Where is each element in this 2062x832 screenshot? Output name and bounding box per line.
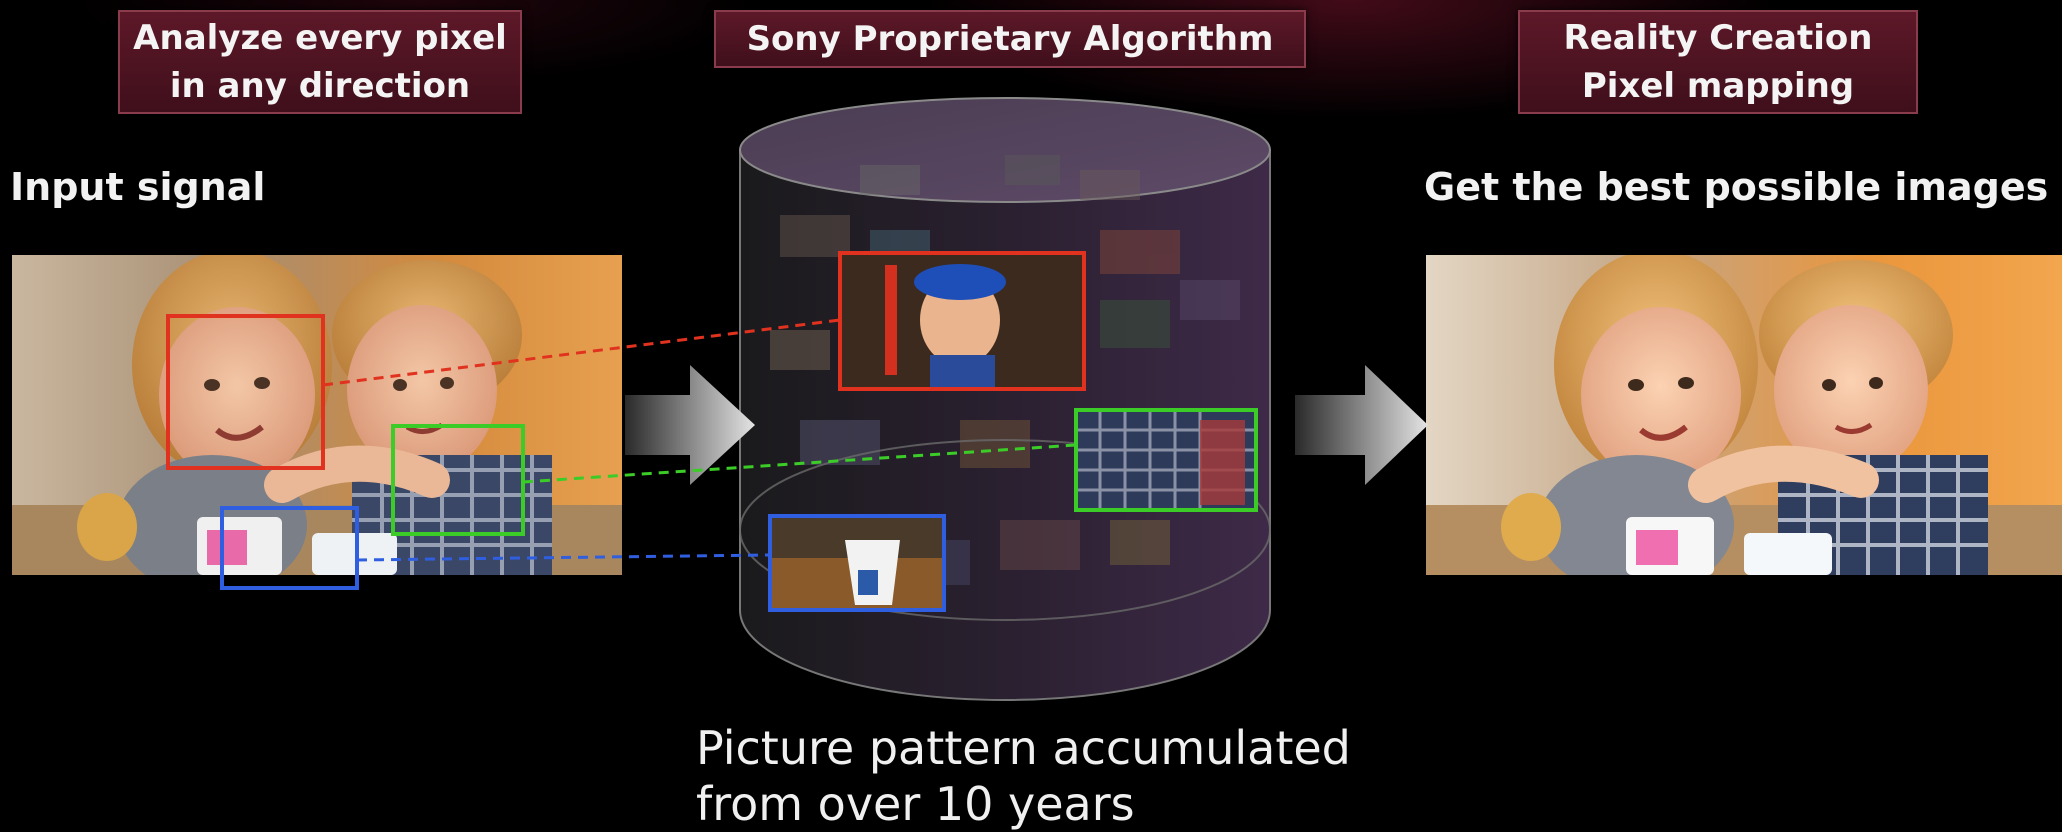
right-arrow-icon	[625, 365, 755, 485]
analyze-label-line-2: in any direction	[169, 66, 471, 106]
analyze-label-line-1: Analyze every pixel	[133, 18, 507, 58]
sony-algorithm-label: Sony Proprietary Algorithm	[714, 10, 1306, 68]
sony-algorithm-label-text: Sony Proprietary Algorithm	[746, 19, 1274, 59]
pattern-tile-shirt	[1078, 412, 1254, 508]
red-match-box	[838, 251, 1086, 391]
green-match-box	[1074, 408, 1258, 512]
output-image	[1426, 255, 2062, 575]
blue-selection-box	[220, 506, 359, 590]
reality-label-line-2: Pixel mapping	[1581, 66, 1855, 106]
output-title: Get the best possible images	[1424, 165, 2049, 209]
red-selection-box	[166, 314, 325, 470]
input-signal-title: Input signal	[10, 165, 266, 209]
blue-match-box	[768, 514, 946, 612]
red-connector-line	[322, 318, 841, 387]
pattern-tile-cup	[772, 518, 942, 608]
reality-creation-label: Reality Creation Pixel mapping	[1518, 10, 1918, 114]
analyze-label: Analyze every pixel in any direction	[118, 10, 522, 114]
caption-line-2: from over 10 years	[696, 777, 1135, 831]
green-connector-line	[522, 443, 1077, 484]
pattern-tile-face	[842, 255, 1082, 387]
green-selection-box	[391, 424, 525, 536]
right-arrow-icon	[1295, 365, 1428, 485]
caption-line-1: Picture pattern accumulated	[696, 721, 1351, 775]
input-signal-image	[12, 255, 622, 575]
blue-connector-line	[356, 553, 771, 562]
database-caption: Picture pattern accumulated from over 10…	[696, 720, 1396, 832]
reality-label-line-1: Reality Creation	[1563, 18, 1873, 58]
